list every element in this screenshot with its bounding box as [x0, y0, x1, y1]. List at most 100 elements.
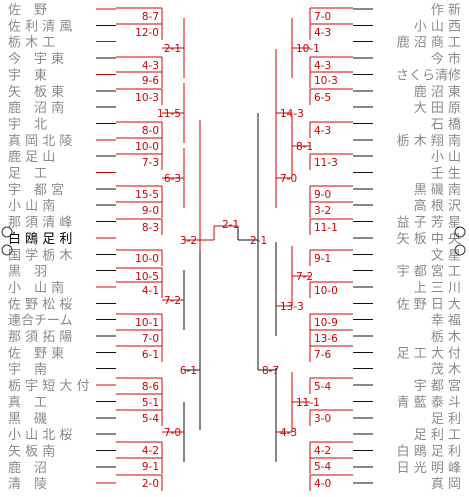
left-r2-score: 11-5 — [157, 108, 181, 120]
left-r1-score: 10-5 — [135, 271, 159, 283]
left-bracket-lines — [96, 7, 215, 491]
left-team-name: 佐 野 — [8, 3, 47, 18]
left-r1-score: 8-3 — [142, 222, 159, 234]
champion-circle — [1, 226, 13, 238]
right-team-name: 白 鴎 足 利 — [397, 443, 461, 459]
right-r1-score: 9-1 — [314, 253, 331, 265]
semi-score: 2-1 — [222, 219, 239, 231]
left-team-name: 佐 利 清 風 — [8, 19, 72, 34]
left-r2-score: 2-1 — [164, 43, 181, 55]
left-team-name: 国 学 栃 木 — [8, 247, 72, 263]
right-r1-score: 11-3 — [314, 157, 338, 169]
right-team-name: 上 三 川 — [414, 281, 461, 296]
left-team-name: 真 工 — [8, 395, 47, 410]
champion-circle — [454, 226, 466, 238]
right-team-name: 宇 都 宮 — [414, 378, 461, 394]
left-team-name: 白 鴎 足 利 — [8, 231, 72, 247]
left-team-name: 矢 板 南 — [8, 443, 55, 459]
left-team-name: 小 山 北 桜 — [8, 428, 72, 443]
right-team-name: 足 工 大 付 — [397, 346, 461, 361]
right-team-name: 足 利 工 — [414, 428, 461, 443]
right-team-name: 作 新 — [431, 2, 461, 18]
left-r1-score: 2-0 — [142, 478, 159, 490]
right-r1-score: 11-1 — [314, 222, 338, 234]
left-r1-score: 12-0 — [135, 27, 159, 39]
left-r1-score: 9-6 — [142, 75, 159, 87]
left-team-name: 宇 南 — [8, 362, 47, 378]
left-r1-score: 10-1 — [135, 317, 159, 329]
right-r2-score: 11-1 — [296, 397, 320, 409]
right-team-name: 鹿 沼 東 — [414, 84, 461, 100]
left-r1-score: 5-4 — [142, 413, 159, 425]
right-team-name: 青 藍 泰 斗 — [397, 395, 461, 410]
right-r1-score: 4-0 — [314, 478, 331, 490]
right-r1-score: 7-6 — [314, 349, 331, 361]
left-r1-score: 5-1 — [142, 397, 159, 409]
right-team-name: 宇 都 宮 工 — [397, 264, 461, 280]
right-r1-score: 3-0 — [314, 413, 331, 425]
left-team-name: 栃 木 工 — [8, 36, 55, 51]
right-r2-score: 10-1 — [296, 43, 320, 55]
right-team-name: 今 市 — [431, 51, 461, 67]
left-team-name: 宇 都 宮 — [8, 182, 64, 198]
right-team-name: 足 利 — [431, 412, 461, 427]
left-team-name: 今 宇 東 — [8, 51, 64, 67]
left-team-name: 鹿 足 山 — [8, 149, 55, 165]
right-team-name: 鹿 沼 商 工 — [397, 35, 461, 51]
right-r1-score: 4-3 — [314, 125, 331, 137]
left-r2-score: 7-0 — [164, 427, 181, 439]
left-team-name: 那 須 拓 陽 — [8, 330, 72, 345]
left-r2-score: 6-3 — [164, 173, 181, 185]
right-r1-score: 10-0 — [314, 285, 338, 297]
right-team-name: 幸 福 — [431, 314, 461, 329]
left-r1-score: 4-2 — [142, 445, 159, 457]
right-r4-score: 8-7 — [262, 365, 279, 377]
right-team-name: 栃 木 翔 南 — [397, 133, 461, 149]
left-team-name: 鹿 沼 南 — [8, 100, 64, 116]
left-team-name: 足 工 — [8, 167, 47, 182]
left-r1-score: 7-3 — [142, 157, 159, 169]
left-r1-score: 8-6 — [142, 381, 159, 393]
right-team-name: 文 星 — [431, 248, 461, 263]
right-team-name: 小 山 西 — [414, 19, 461, 34]
right-team-name: 高 根 沢 — [414, 198, 461, 214]
score-labels: 8-712-04-39-610-38-010-07-315-59-08-310-… — [135, 11, 338, 490]
left-r1-score: 6-1 — [142, 349, 159, 361]
left-r1-score: 10-0 — [135, 141, 159, 153]
right-team-name: 大 田 原 — [414, 101, 461, 116]
left-team-name: 小 山 南 — [8, 280, 64, 296]
right-r1-score: 3-2 — [314, 205, 331, 217]
right-r2-score: 7-2 — [296, 271, 313, 283]
champion-circle — [454, 244, 466, 256]
right-r3-score: 7-0 — [280, 173, 297, 185]
right-bracket-lines — [214, 7, 373, 491]
champion-circle — [1, 244, 13, 256]
right-team-name: 益 子 芳 星 — [397, 216, 461, 231]
left-team-name: 佐 野 東 — [8, 345, 64, 361]
right-r1-score: 13-6 — [314, 333, 338, 345]
right-team-name: 黒 磯 南 — [414, 182, 461, 198]
left-r1-score: 9-1 — [142, 461, 159, 473]
left-r1-score: 9-0 — [142, 205, 159, 217]
left-team-name: 佐 野 松 桜 — [8, 297, 72, 312]
left-team-name: 那 須 清 峰 — [8, 216, 72, 231]
left-r2-score: 7-2 — [164, 295, 181, 307]
right-team-name: さくら清修 — [396, 68, 461, 83]
right-r1-score: 4-3 — [314, 27, 331, 39]
left-r1-score: 8-7 — [142, 11, 159, 23]
right-r1-score: 6-5 — [314, 92, 331, 104]
left-team-name: 小 山 南 — [8, 198, 55, 214]
right-team-name: 佐 野 日 大 — [397, 297, 461, 312]
right-r1-score: 5-4 — [314, 461, 331, 473]
right-team-name: 茂 木 — [431, 363, 461, 378]
right-r1-score: 9-0 — [314, 189, 331, 201]
left-r1-score: 4-1 — [142, 285, 159, 297]
left-r1-score: 10-3 — [135, 92, 159, 104]
right-team-name: 矢 板 中 央 — [397, 232, 461, 247]
left-team-name: 栃 宇 短 大 付 — [8, 379, 90, 394]
left-r1-score: 7-0 — [142, 333, 159, 345]
left-r3-score: 3-2 — [180, 235, 197, 247]
right-team-name: 栃 木 — [431, 330, 461, 345]
